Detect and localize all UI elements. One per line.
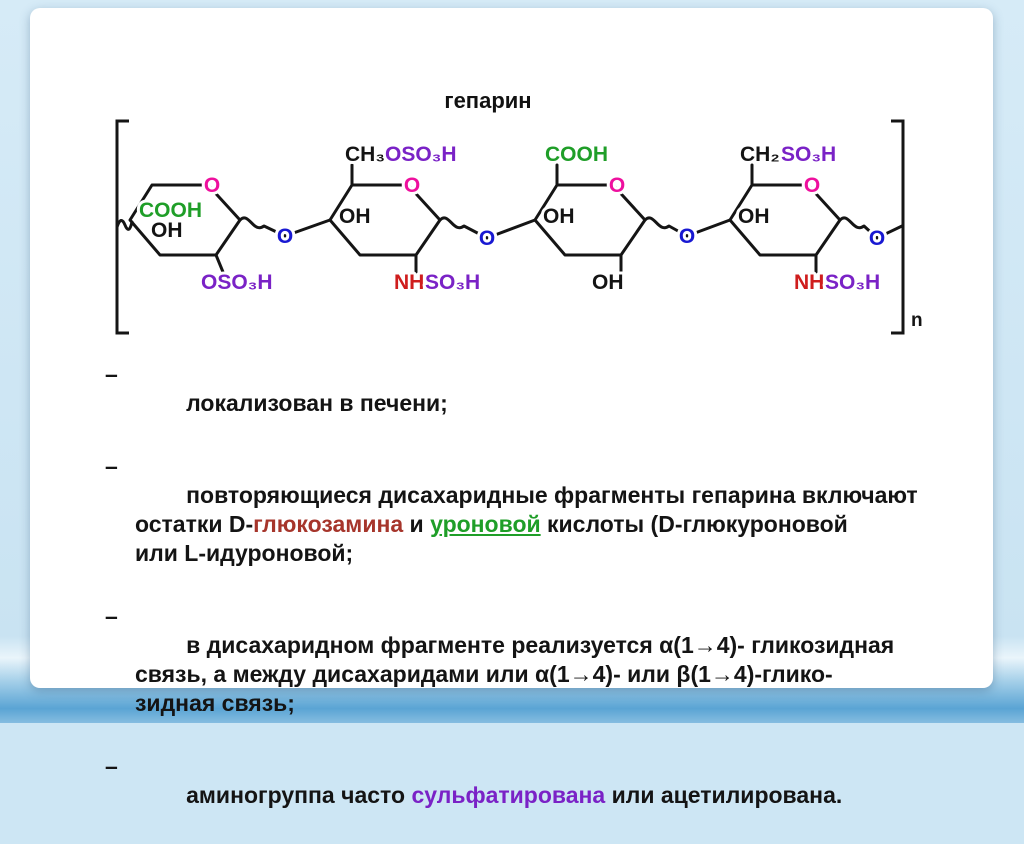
text-segment: локализован в печени;	[186, 390, 448, 416]
list-item: – в дисахаридном фрагменте реализуется α…	[105, 602, 945, 747]
bullet-content: повторяющиеся дисахаридные фрагменты геп…	[135, 452, 945, 597]
ring1-sulfate-label: OSO₃H	[201, 271, 273, 294]
list-item: – аминогруппа часто сульфатирована или а…	[105, 752, 945, 839]
ring4-sulfate-top-label: SO₃H	[781, 143, 836, 166]
bullet-marker: –	[105, 361, 118, 387]
ring3-carboxyl-label: COOH	[545, 143, 608, 166]
ring2-amine-label: NH	[394, 271, 424, 294]
bullet-list: – локализован в печени; – повторяющиеся …	[105, 360, 945, 844]
glycosidic-oxygen-4: O	[869, 227, 885, 250]
glycosidic-bond-3	[643, 216, 732, 238]
glycosidic-bond-4	[838, 216, 904, 240]
bullet-content: локализован в печени;	[135, 360, 945, 447]
ring3-hydroxyl-bottom-label: OH	[592, 271, 624, 294]
slide-canvas: гепарин O O O O O O O O COOH	[30, 8, 993, 808]
text-segment: аминогруппа часто	[186, 782, 412, 808]
ring2-oxygen-atom: O	[404, 174, 420, 197]
glycosidic-oxygen-1: O	[277, 225, 293, 248]
ring3-oxygen-atom: O	[609, 174, 625, 197]
ring4-oxygen-atom: O	[804, 174, 820, 197]
ring4-hydroxyl-label: OH	[738, 205, 770, 228]
ring2-hydroxyl-label: OH	[339, 205, 371, 228]
structure-title: гепарин	[444, 88, 532, 113]
glycosidic-bond-1	[238, 216, 332, 238]
glycosidic-bond-2	[438, 216, 537, 240]
ring3-hydroxyl-top-label: OH	[543, 205, 575, 228]
ring1-bottom-bond	[214, 253, 225, 274]
heparin-structure-diagram: O O O O O O O O COOH OH OSO₃H CH₃ OSO₃H …	[115, 119, 926, 335]
ring2-methyl-label: CH₃	[345, 143, 385, 166]
ring4-amine-label: NH	[794, 271, 824, 294]
glycosidic-oxygen-3: O	[679, 225, 695, 248]
bullet-marker: –	[105, 453, 118, 479]
glucosamine-highlight: глюкозамина	[253, 511, 404, 537]
text-segment: повторяющиеся дисахаридные фрагменты геп…	[135, 482, 918, 537]
list-item: – повторяющиеся дисахаридные фрагменты г…	[105, 452, 945, 597]
text-segment: кислоты (D-глюкуроновой или L-идуроновой…	[135, 511, 848, 566]
text-segment: и	[403, 511, 431, 537]
ring4-methylene-label: CH₂	[740, 143, 780, 166]
ring2-sulfate-top-label: OSO₃H	[385, 143, 457, 166]
sulfated-highlight: сульфатирована	[411, 782, 606, 808]
bullet-content: аминогруппа часто сульфатирована или аце…	[135, 752, 945, 839]
ring1-hydroxyl-label: OH	[151, 219, 183, 242]
text-segment: или ацетилирована.	[605, 782, 843, 808]
ring4-sulfamate-label: SO₃H	[825, 271, 880, 294]
repeat-index-n: n	[911, 310, 923, 331]
ring1-carboxyl-label: COOH	[139, 199, 202, 222]
uronic-acid-highlight: уроновой	[430, 511, 541, 537]
list-item: – локализован в печени;	[105, 360, 945, 447]
glycosidic-oxygen-2: O	[479, 227, 495, 250]
left-chain-bond	[115, 219, 134, 231]
bullet-marker: –	[105, 753, 118, 779]
bullet-content: в дисахаридном фрагменте реализуется α(1…	[135, 602, 945, 747]
bullet-marker: –	[105, 603, 118, 629]
text-segment: в дисахаридном фрагменте реализуется α(1…	[135, 632, 895, 716]
ring1-oxygen-atom: O	[204, 174, 220, 197]
ring2-sulfamate-label: SO₃H	[425, 271, 480, 294]
